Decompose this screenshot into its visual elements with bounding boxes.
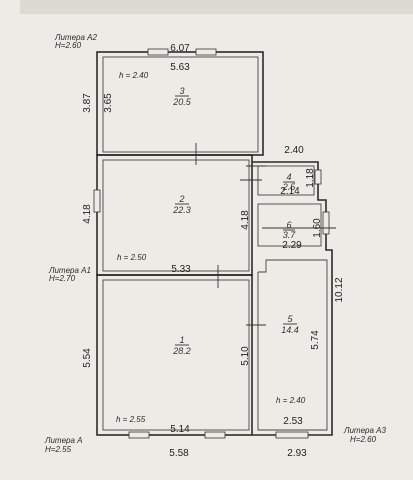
dim-top-inner: 5.63 — [170, 62, 190, 73]
window-a1-left — [93, 189, 101, 213]
window-a-bottom-left — [128, 431, 150, 439]
litera-a3-name: Литера А3 — [343, 426, 387, 435]
dim-r1-bottom-inner: 5.14 — [170, 424, 190, 435]
room-1-number: 1 — [179, 335, 184, 345]
litera-a1-name: Литера А1 — [48, 266, 91, 275]
dim-left-outer-a2: 3.87 — [82, 93, 93, 113]
dim-r5-bottom: 2.53 — [283, 416, 303, 427]
room-3-number: 3 — [179, 86, 184, 96]
room-4-number: 4 — [286, 172, 291, 182]
litera-a-height: H=2.55 — [45, 445, 72, 454]
litera-a2-height: H=2.60 — [55, 41, 82, 50]
litera-a-name: Литера А — [44, 436, 83, 445]
dim-left-r2: 4.18 — [82, 204, 93, 224]
dim-mid-r1: 5.10 — [240, 346, 251, 366]
dim-left-inner-a2: 3.65 — [103, 93, 114, 113]
litera-a3-height: H=2.60 — [350, 435, 377, 444]
room-2-number: 2 — [178, 194, 184, 204]
window-room4-right — [314, 169, 322, 185]
room-6-number: 6 — [286, 220, 291, 230]
dim-bottom-a3: 2.93 — [287, 448, 307, 459]
dim-left-r1: 5.54 — [82, 348, 93, 368]
window-a-bottom-right — [204, 431, 226, 439]
dim-mid-r2: 4.18 — [240, 210, 251, 230]
litera-a1-height: H=2.70 — [49, 274, 76, 283]
room-3-height: h = 2.40 — [119, 71, 149, 80]
scan-shadow-top — [20, 0, 413, 14]
room-5-area: 14.4 — [281, 325, 299, 335]
room-5-height: h = 2.40 — [276, 396, 306, 405]
dim-top-outer: 6.07 — [170, 43, 190, 54]
room-5-outline — [257, 259, 328, 431]
room-4-area: 2.5 — [282, 182, 297, 192]
room-1-height: h = 2.55 — [116, 415, 146, 424]
room-2-height: h = 2.50 — [117, 253, 147, 262]
dim-r6-height: 1.60 — [312, 218, 323, 238]
dim-r4-width: 2.14 — [280, 186, 300, 197]
room-1-outline — [102, 279, 250, 431]
room-3-area: 20.5 — [172, 97, 192, 107]
window-a3-bottom — [275, 431, 309, 439]
dim-right-total: 10.12 — [334, 277, 345, 302]
dim-r2-bottom: 5.33 — [171, 264, 191, 275]
litera-a2-name: Литера А2 — [54, 33, 98, 42]
room-2-outline — [102, 159, 250, 272]
room-4-outline — [257, 165, 315, 196]
room-1-area: 28.2 — [172, 346, 191, 356]
room-2-area: 22.3 — [172, 205, 191, 215]
dim-r4-height: 1.18 — [305, 168, 316, 188]
room-5-number: 5 — [287, 314, 293, 324]
window-a2-top-left — [147, 48, 169, 56]
dim-r5-height: 5.74 — [310, 330, 321, 350]
dim-a3-top: 2.40 — [284, 145, 304, 156]
room-6-area: 3.7 — [283, 230, 297, 240]
window-room6-right — [322, 211, 330, 235]
litera-a-outline — [96, 274, 253, 436]
dim-r6-width: 2.29 — [282, 240, 302, 251]
room-3-outline — [102, 56, 259, 153]
dim-bottom-a: 5.58 — [169, 448, 189, 459]
room-6-outline — [257, 203, 322, 247]
window-a2-top-right — [195, 48, 217, 56]
